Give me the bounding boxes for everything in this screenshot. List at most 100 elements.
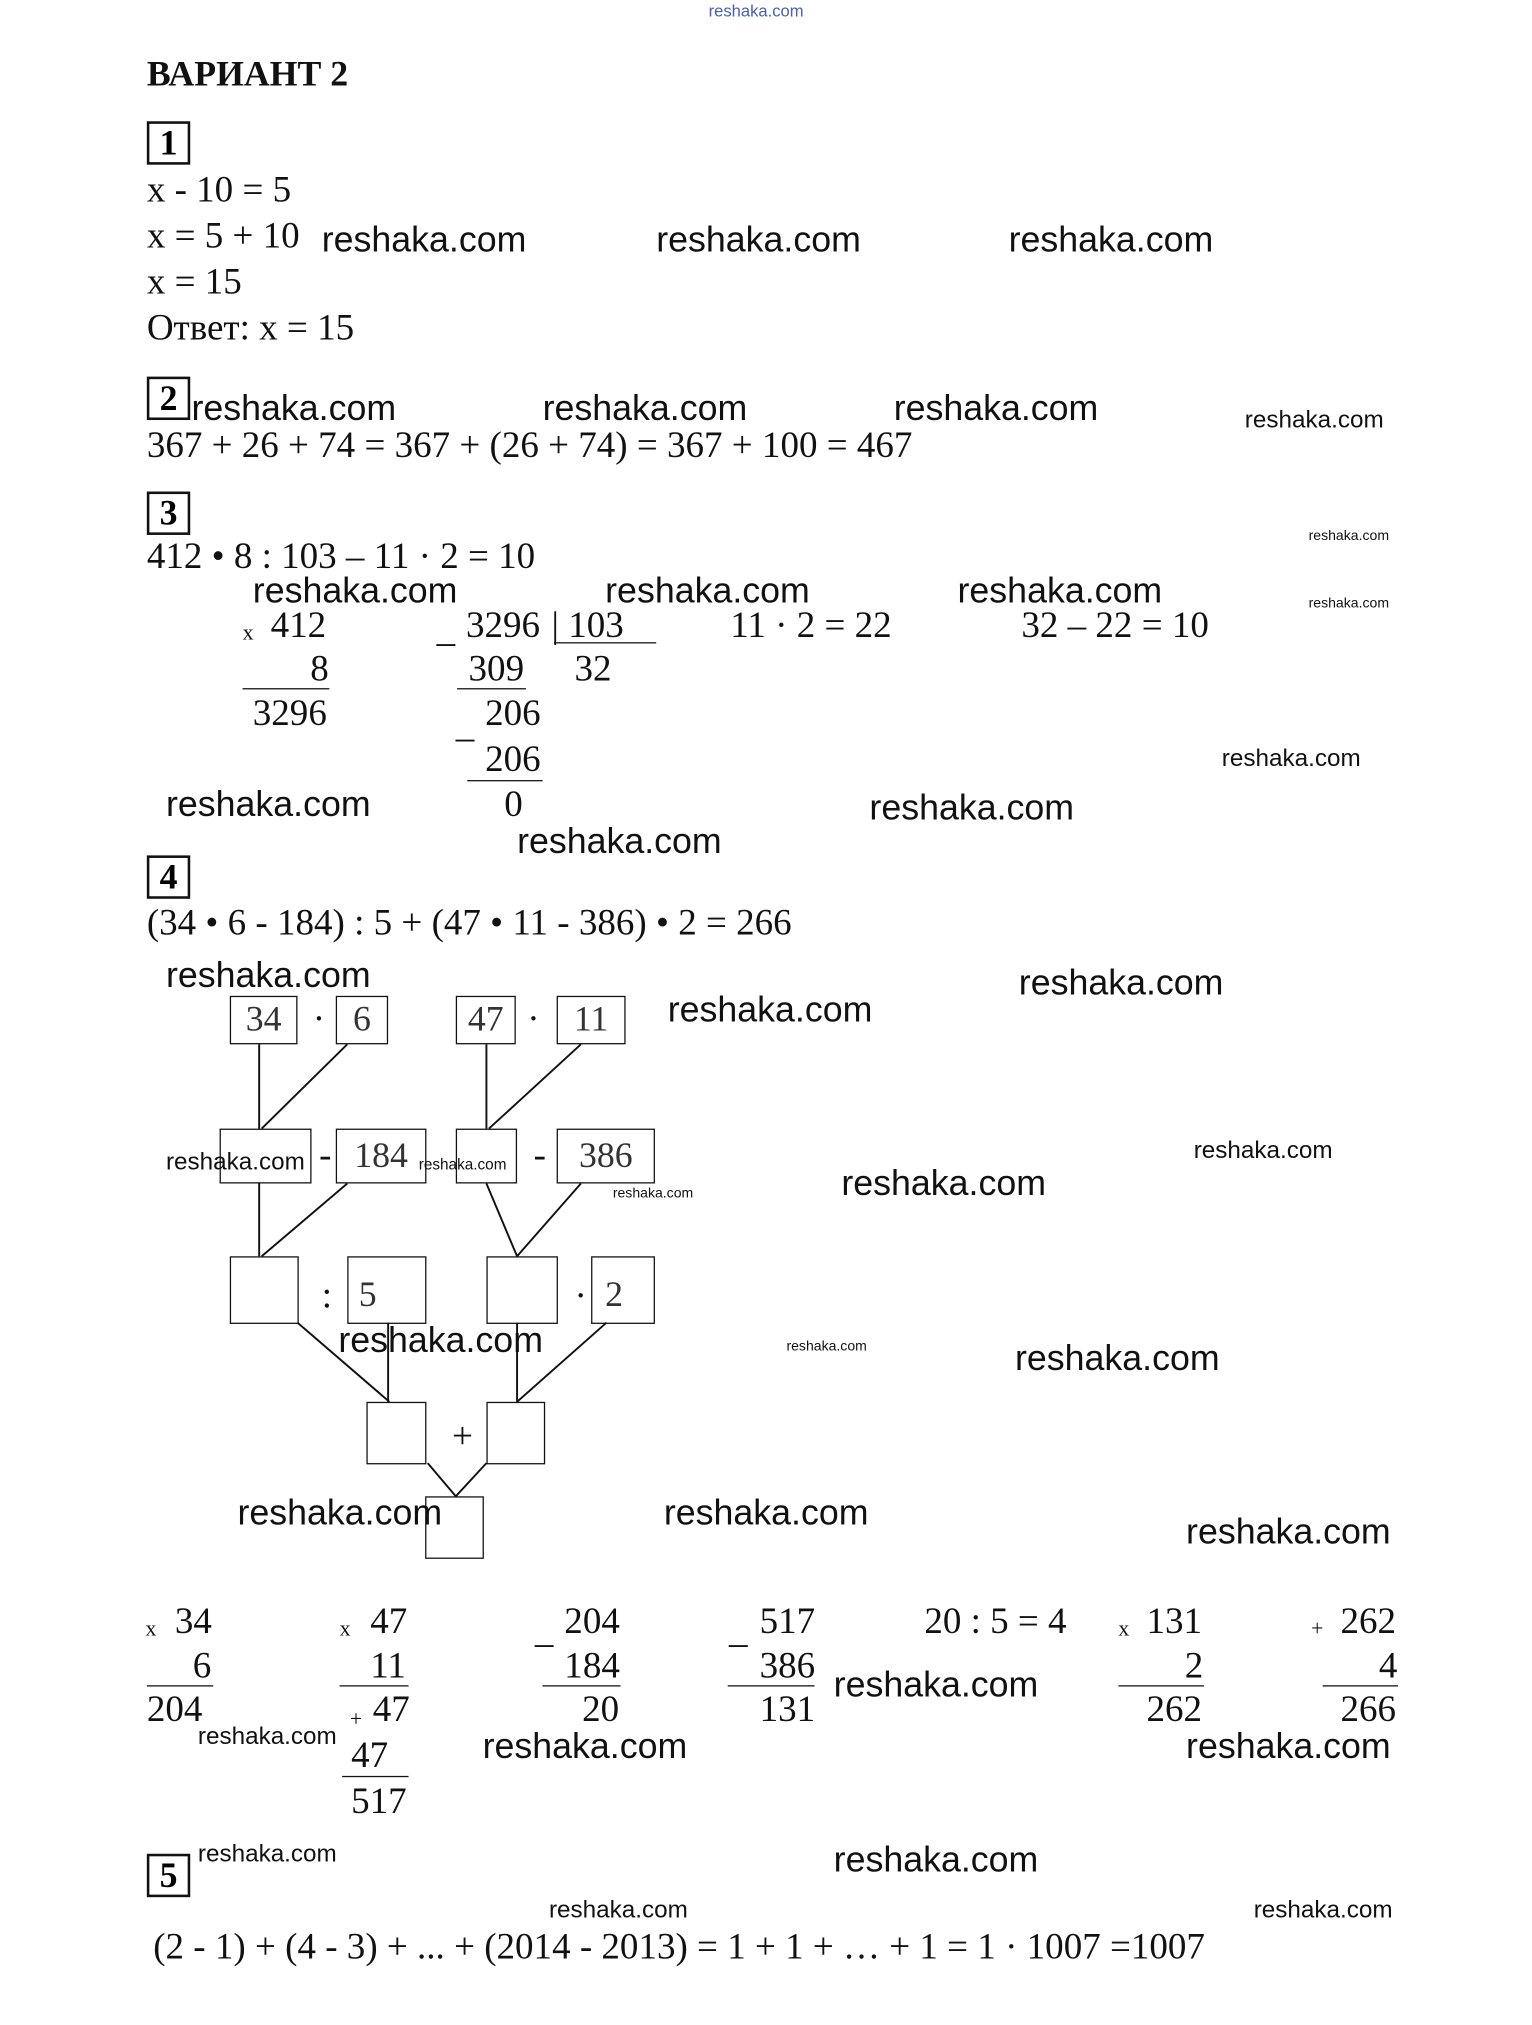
result: 131 (759, 1689, 816, 1730)
watermark: reshaka.com (667, 989, 873, 1030)
watermark: reshaka.com (1186, 1511, 1391, 1552)
task-number-5: 5 (146, 1853, 191, 1898)
tree-box: 34 (229, 995, 298, 1045)
underline (1322, 1685, 1398, 1687)
operand: 47 (351, 1735, 389, 1776)
watermark: reshaka.com (833, 1664, 1039, 1705)
operand: 47 (372, 1689, 410, 1730)
mult-operand: 412 (270, 605, 327, 647)
operator: : (321, 1275, 333, 1317)
tree-box-empty (486, 1401, 546, 1465)
operator: - (319, 1134, 332, 1176)
operand: 386 (759, 1645, 816, 1687)
minus-sign: _ (728, 1609, 748, 1651)
t5-line: (2 - 1) + (4 - 3) + ... + (2014 - 2013) … (153, 1926, 1205, 1968)
tree-box-result (425, 1496, 484, 1559)
minus-sign: _ (436, 608, 456, 650)
watermark: reshaka.com (1186, 1726, 1391, 1766)
page-title: ВАРИАНТ 2 (146, 54, 349, 95)
tree-box: 11 (556, 995, 626, 1045)
watermark: reshaka.com (165, 783, 371, 824)
task-number-3: 3 (146, 491, 191, 535)
minus-sign: _ (534, 1609, 554, 1651)
operator: · (574, 1275, 587, 1317)
watermark: reshaka.com (841, 1163, 1046, 1203)
watermark: reshaka.com (252, 570, 458, 611)
expression: 20 : 5 = 4 (924, 1600, 1067, 1642)
task-number-1: 1 (146, 121, 191, 165)
operand: 517 (759, 1600, 816, 1642)
remainder: 206 (485, 693, 541, 735)
underline (1118, 1685, 1204, 1687)
watermark: reshaka.com (418, 1155, 507, 1174)
plus-sign: + (1311, 1616, 1324, 1641)
operand: 4 (1378, 1645, 1398, 1687)
watermark: reshaka.com (1018, 962, 1224, 1003)
result: 266 (1340, 1689, 1397, 1730)
operand: 2 (1184, 1645, 1204, 1687)
watermark: reshaka.com (656, 219, 861, 260)
watermark: reshaka.com (165, 954, 371, 995)
watermark: reshaka.com (482, 1726, 688, 1766)
watermark: reshaka.com (338, 1320, 543, 1360)
tree-box: 386 (556, 1128, 655, 1184)
tree-box-empty (455, 1128, 518, 1184)
tree-box: 47 (455, 995, 516, 1045)
underline (542, 1685, 621, 1687)
operator: + (451, 1415, 473, 1457)
step: 32 – 22 = 10 (1021, 605, 1209, 647)
watermark: reshaka.com (1308, 596, 1390, 612)
watermark: reshaka.com (786, 1339, 867, 1355)
minus-sign: _ (455, 704, 475, 746)
t1-line: x = 15 (146, 261, 242, 303)
operand: 47 (370, 1600, 408, 1642)
remainder: 0 (504, 783, 523, 825)
quotient: 32 (574, 648, 612, 690)
mult-result: 3296 (252, 693, 327, 735)
mult-operand: 8 (310, 648, 329, 690)
t4-line: (34 • 6 - 184) : 5 + (47 • 11 - 386) • 2… (146, 902, 792, 944)
watermark: reshaka.com (663, 1492, 869, 1533)
task-number-4: 4 (146, 855, 191, 899)
watermark: reshaka.com (612, 1186, 694, 1202)
underline (554, 642, 657, 644)
underline (242, 688, 330, 690)
watermark: reshaka.com (1193, 1137, 1333, 1165)
operator: · (527, 998, 540, 1040)
watermark: reshaka.com (1008, 219, 1214, 260)
watermark: reshaka.com (1253, 1897, 1393, 1924)
underline (727, 1685, 815, 1687)
t1-answer: Ответ: x = 15 (146, 307, 355, 349)
watermark: reshaka.com (1014, 1337, 1220, 1378)
underline (146, 1685, 214, 1687)
watermark: reshaka.com (321, 219, 527, 260)
task-number-2: 2 (146, 376, 191, 421)
watermark: reshaka.com (833, 1839, 1039, 1880)
t1-line: x = 5 + 10 (146, 215, 300, 257)
watermark: reshaka.com (165, 1149, 305, 1176)
underline (457, 688, 527, 690)
operand: 11 (370, 1645, 406, 1687)
underline (342, 1775, 409, 1778)
subtrahend: 206 (485, 739, 541, 781)
t1-line: x - 10 = 5 (146, 169, 292, 211)
operand: 204 (564, 1600, 620, 1642)
result: 262 (1146, 1689, 1203, 1730)
header-watermark: reshaka.com (708, 1, 804, 21)
watermark: reshaka.com (191, 388, 397, 428)
subtrahend: 309 (468, 648, 525, 690)
watermark: reshaka.com (197, 1723, 337, 1751)
watermark: reshaka.com (1308, 528, 1390, 544)
operand: 34 (174, 1600, 212, 1642)
result: 517 (351, 1780, 407, 1822)
result: 20 (582, 1689, 620, 1730)
operand: 184 (564, 1645, 620, 1687)
divisor: | 103 (551, 605, 624, 647)
watermark: reshaka.com (957, 570, 1163, 611)
t3-line: 412 • 8 : 103 – 11 · 2 = 10 (146, 536, 536, 578)
plus-sign: + (349, 1706, 363, 1732)
operand: 131 (1146, 1600, 1203, 1642)
underline (339, 1685, 409, 1687)
